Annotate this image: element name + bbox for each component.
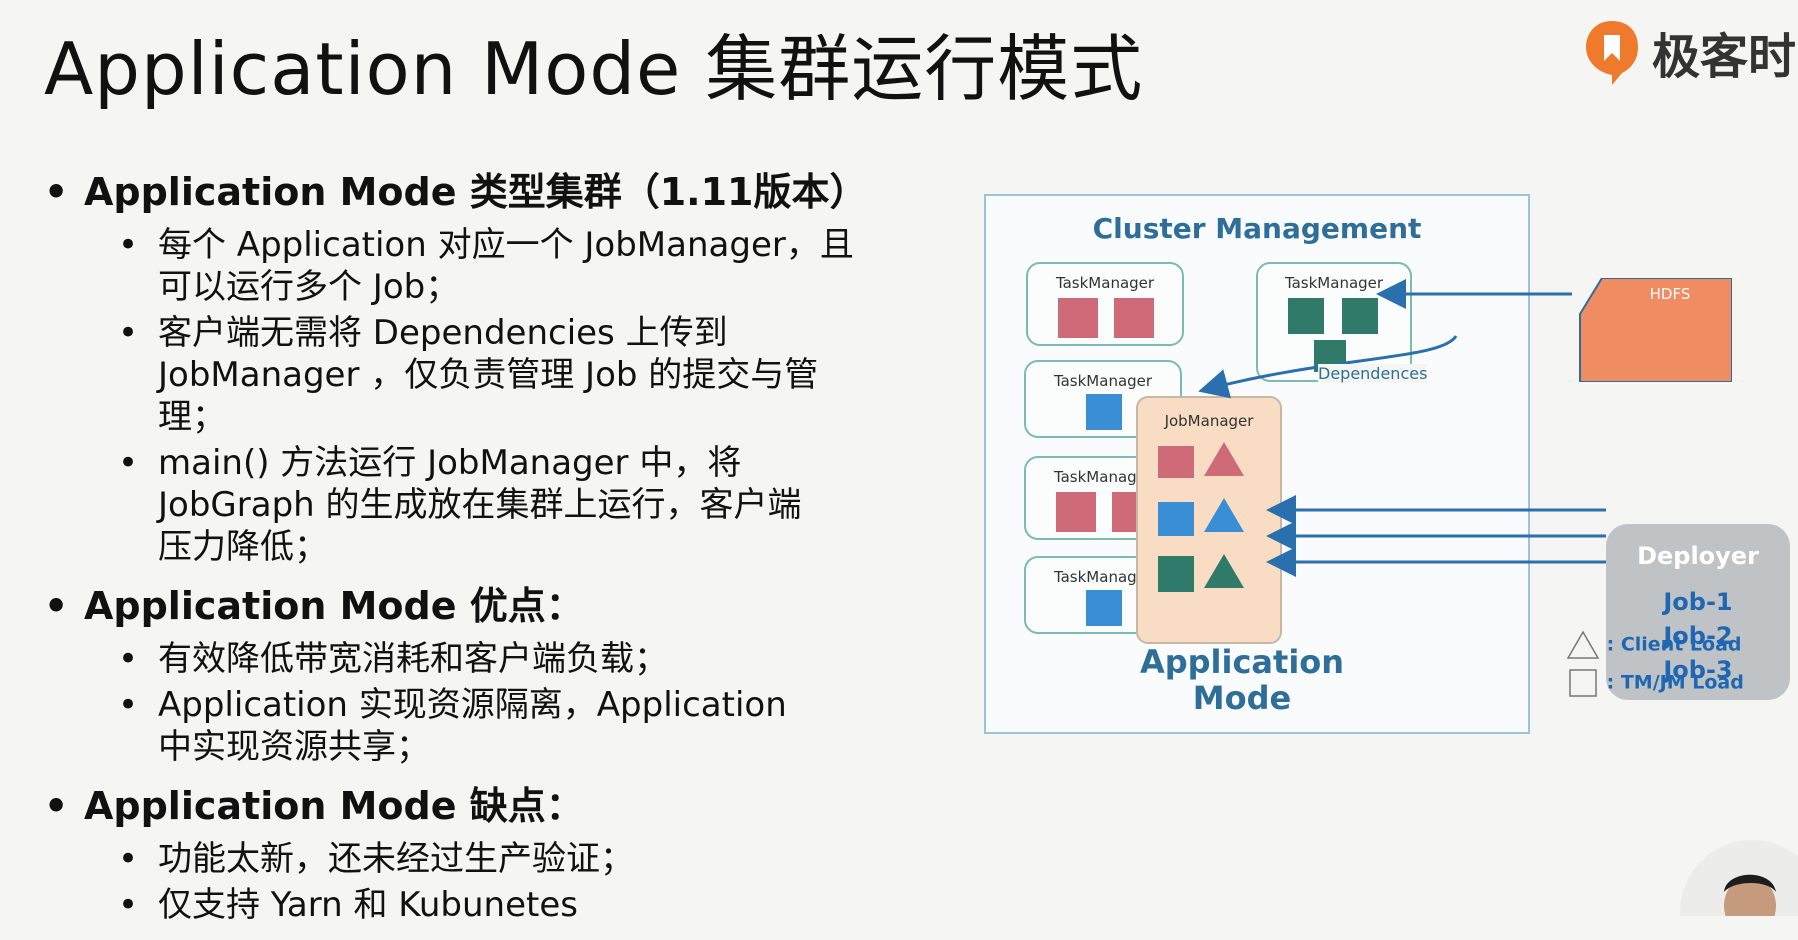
presenter-avatar [1672, 822, 1798, 916]
triangle-legend-icon [1566, 630, 1600, 659]
jm-load-square [1158, 446, 1194, 478]
deployer-box: Deployer Job-1 Job-2 Job-3 [1606, 524, 1790, 700]
hdfs-node [1579, 278, 1732, 382]
tm-load-square [1086, 394, 1122, 430]
logo-text: 极客时 [1652, 29, 1797, 85]
jobmanager-box: JobManager [1136, 396, 1282, 644]
section-disadvantages: Application Mode 缺点： 功能太新，还未经过生产验证； 仅支持 … [44, 782, 924, 926]
bullet-item: Application 实现资源隔离，Application 中实现资源共享； [118, 684, 818, 768]
tm-load-square [1114, 298, 1154, 338]
taskmanager-label: TaskManager [1055, 274, 1155, 292]
section-advantages: Application Mode 优点： 有效降低带宽消耗和客户端负载； App… [44, 582, 924, 768]
bullet-item: 有效降低带宽消耗和客户端负载； [118, 638, 858, 680]
tm-load-square [1056, 492, 1096, 532]
jm-load-square [1158, 502, 1194, 536]
application-mode-diagram: Cluster Management TaskManager TaskManag… [972, 188, 1798, 828]
mode-line-2: Mode [1192, 679, 1292, 717]
job-label: Job-2 [1663, 622, 1733, 650]
section-heading: Application Mode 类型集群（1.11版本） [44, 168, 924, 216]
presenter-video-thumbnail [1680, 840, 1798, 916]
jobmanager-label: JobManager [1164, 412, 1254, 430]
hdfs-label: HDFS [1649, 285, 1691, 303]
bullet-item: 仅支持 Yarn 和 Kubunetes [118, 884, 858, 926]
taskmanager-box: TaskManager [1026, 262, 1184, 346]
taskmanager-label: TaskManager [1053, 372, 1153, 390]
section-heading: Application Mode 缺点： [44, 782, 924, 830]
tm-load-square [1288, 298, 1324, 334]
dependences-label: Dependences [1318, 364, 1428, 383]
legend-client-load: : Client Load [1566, 630, 1742, 660]
section-type: Application Mode 类型集群（1.11版本） 每个 Applica… [44, 168, 924, 568]
job-label: Job-3 [1663, 656, 1733, 684]
legend-tmjm-load: : TM/JM Load [1566, 668, 1744, 698]
tm-load-square [1058, 298, 1098, 338]
taskmanager-label: TaskManager [1284, 274, 1384, 292]
tm-load-square [1342, 298, 1378, 334]
bullet-item: main() 方法运行 JobManager 中，将 JobGraph 的生成放… [118, 442, 818, 568]
taskmanager-label: TaskManager [1053, 468, 1153, 486]
cluster-management-title: Cluster Management [1092, 212, 1422, 245]
client-load-triangles [1204, 442, 1244, 588]
slide-title: Application Mode 集群运行模式 [44, 27, 1144, 111]
square-legend-icon [1569, 669, 1597, 697]
bullet-list: Application Mode 类型集群（1.11版本） 每个 Applica… [44, 168, 924, 940]
diagram-arrows [1198, 279, 1606, 577]
jm-load-square [1158, 556, 1194, 592]
bullet-item: 客户端无需将 Dependencies 上传到 JobManager ，仅负责管… [118, 312, 858, 438]
tm-load-square [1086, 590, 1122, 626]
geektime-logo: 极客时 [1582, 12, 1796, 92]
bullet-item: 每个 Application 对应一个 JobManager，且可以运行多个 J… [118, 224, 858, 308]
section-heading: Application Mode 优点： [44, 582, 924, 630]
mode-line-1: Application [1139, 643, 1345, 681]
legend-tmjm-text: : TM/JM Load [1606, 671, 1744, 694]
bullet-item: 功能太新，还未经过生产验证； [118, 838, 858, 880]
taskmanager-label: TaskManager [1053, 568, 1153, 586]
geektime-logo-icon [1586, 21, 1638, 85]
legend-client-text: : Client Load [1606, 633, 1742, 656]
job-label: Job-1 [1663, 588, 1733, 616]
deployer-title: Deployer [1637, 542, 1759, 570]
application-mode-caption: Application Mode [1092, 644, 1392, 716]
